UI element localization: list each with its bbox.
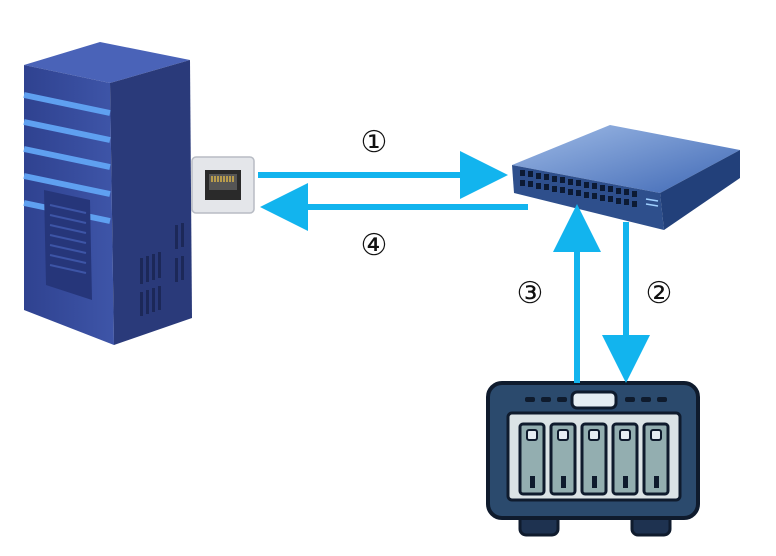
- server-light-stripes: [23, 92, 111, 224]
- network-switch-icon: [512, 125, 740, 230]
- ethernet-port-icon: [191, 156, 255, 214]
- server-tower-icon: [23, 42, 192, 345]
- step-label-1: ①: [361, 125, 388, 160]
- step-label-2: ②: [646, 276, 673, 311]
- flow-arrows: [258, 151, 650, 383]
- nas-drive-bays: [518, 422, 670, 496]
- nas-storage-icon: [486, 381, 700, 537]
- step-label-4: ④: [361, 228, 388, 263]
- step-label-3: ③: [517, 276, 544, 311]
